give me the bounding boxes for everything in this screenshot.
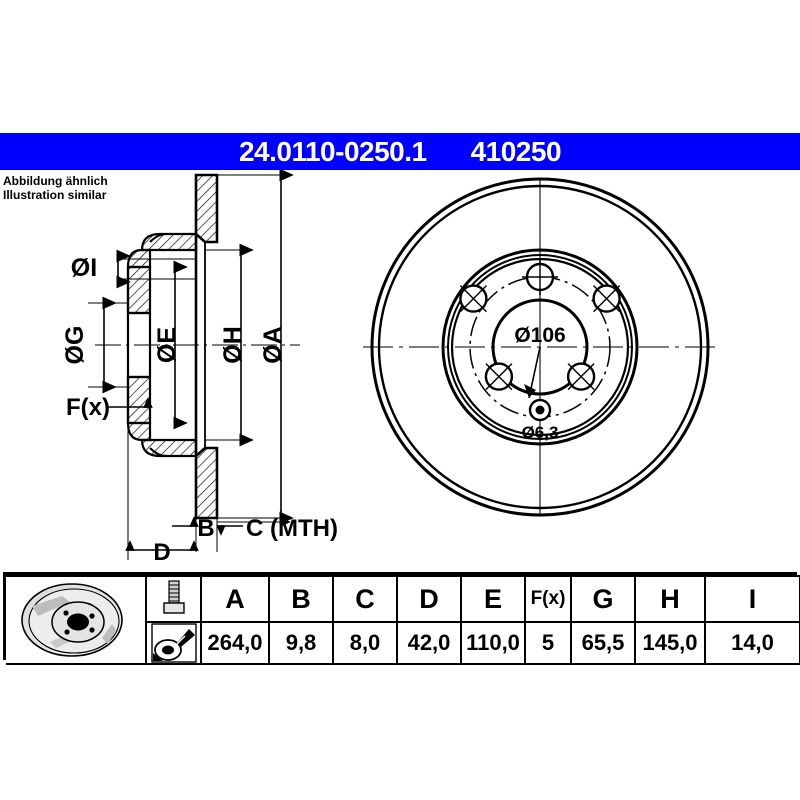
gauge-illustration-cell <box>146 621 202 665</box>
hub-chamfer-lower <box>149 447 167 457</box>
bolt-circle-leader-arrow <box>524 384 536 398</box>
dim-label-B: B <box>197 515 214 542</box>
bolt-icon <box>147 577 200 621</box>
bolt-hole <box>566 362 596 391</box>
table-row-header: A B C D E F(x) G H I <box>6 575 800 665</box>
disc-ring-lower <box>194 446 219 520</box>
value-H: 145,0 <box>634 621 706 665</box>
col-header-G: G <box>570 575 636 623</box>
bolt-illustration-cell <box>146 575 202 623</box>
col-header-B: B <box>268 575 334 623</box>
part-number: 24.0110-0250.1 <box>238 135 427 167</box>
hub-body-upper <box>126 265 152 315</box>
center-bore <box>491 298 589 396</box>
col-header-C: C <box>332 575 398 623</box>
col-header-Fx: F(x) <box>524 575 572 623</box>
locating-hole <box>528 398 552 422</box>
brake-disc-icon-svg <box>20 583 123 657</box>
bolt-and-gauge-icon <box>147 623 200 663</box>
table-row-values: 264,0 9,8 8,0 42,0 110,0 5 65,5 145,0 14… <box>6 621 800 665</box>
banner-codes: 24.0110-0250.1 410250 <box>0 133 800 170</box>
bolt-hole <box>522 259 558 295</box>
bolt-hole <box>484 362 514 391</box>
hub-body-lower <box>126 375 152 425</box>
bolt-hole <box>459 284 488 313</box>
value-G: 65,5 <box>570 621 636 665</box>
cross-section-view: ØI ØG ØE ØH ØA F(x) <box>61 170 338 566</box>
col-header-I: I <box>704 575 800 623</box>
brake-disc-illustration-cell <box>6 575 147 665</box>
value-D: 42,0 <box>396 621 462 665</box>
disc-outer-edge-inner <box>377 184 703 510</box>
col-header-E: E <box>460 575 526 623</box>
value-A: 264,0 <box>200 621 270 665</box>
face-view: Ø106 Ø6,3 <box>363 177 718 517</box>
hub-chamfer-upper <box>149 233 167 243</box>
value-I: 14,0 <box>704 621 800 665</box>
spec-table: A B C D E F(x) G H I <box>3 572 800 665</box>
part-number-banner: 24.0110-0250.1 410250 <box>0 133 800 170</box>
note-line-de: Abbildung ähnlich <box>3 174 108 188</box>
dim-label-D: D <box>153 539 170 566</box>
dim-label-G: ØG <box>61 326 89 365</box>
brake-disc-icon <box>6 577 145 663</box>
illustration-similar-note: Abbildung ähnlich Illustration similar <box>3 174 108 202</box>
locating-hole-label: Ø6,3 <box>522 423 559 442</box>
col-header-H: H <box>634 575 706 623</box>
note-line-en: Illustration similar <box>3 188 107 202</box>
hub-bell-outer <box>441 248 639 446</box>
value-E: 110,0 <box>460 621 526 665</box>
spec-table-grid: A B C D E F(x) G H I <box>6 575 800 665</box>
dim-label-C: C (MTH) <box>246 515 338 542</box>
bolt-hole <box>592 284 621 313</box>
dim-label-H: ØH <box>219 326 247 364</box>
dim-label-A: ØA <box>259 326 287 364</box>
technical-drawing: ØI ØG ØE ØH ØA F(x) <box>61 170 718 566</box>
disc-outer-edge <box>370 177 710 517</box>
gauge-icon-svg <box>150 623 197 663</box>
col-header-A: A <box>200 575 270 623</box>
bolt-icon-svg <box>162 580 185 614</box>
hub-bell-mid <box>447 254 633 440</box>
dim-label-I: ØI <box>71 254 97 282</box>
dim-label-E: ØE <box>153 327 181 363</box>
article-number: 410250 <box>470 135 562 167</box>
col-header-D: D <box>396 575 462 623</box>
bolt-circle-label: Ø106 <box>514 324 565 347</box>
value-B: 9,8 <box>268 621 334 665</box>
value-C: 8,0 <box>332 621 398 665</box>
disc-ring-upper <box>194 173 219 244</box>
hub-flange-lower <box>126 421 152 442</box>
value-Fx: 5 <box>524 621 572 665</box>
dim-label-Fx: F(x) <box>66 394 110 421</box>
